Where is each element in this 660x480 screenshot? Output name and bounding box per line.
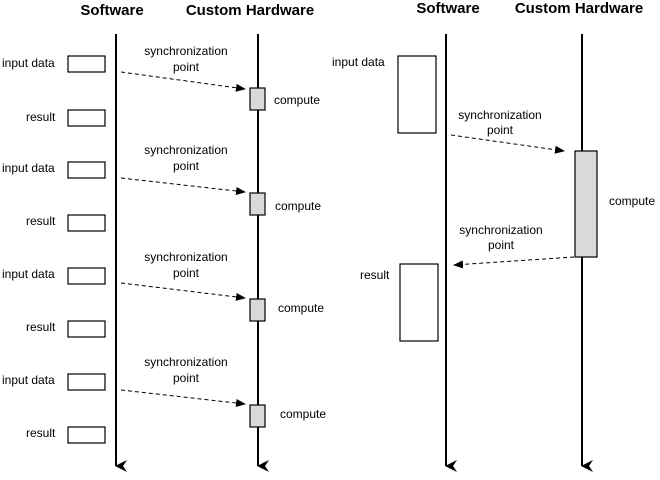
compute-box	[249, 404, 266, 428]
right-compute-box	[574, 150, 598, 258]
right-sync2-label-line2: point	[488, 238, 515, 252]
compute-label: compute	[280, 407, 326, 421]
right-panel: input data synchronization point compute…	[332, 55, 655, 342]
result-box	[67, 109, 106, 127]
sync-point-label-line1: synchronization	[144, 355, 227, 369]
input-data-label: input data	[2, 373, 55, 387]
right-result-box	[399, 263, 439, 342]
sync-point-label-line2: point	[173, 159, 200, 173]
left-round-1: input data synchronization point compute…	[2, 44, 320, 127]
result-label: result	[26, 426, 56, 440]
input-data-label: input data	[2, 56, 55, 70]
right-result-label: result	[360, 268, 390, 282]
right-input-data-box	[397, 55, 437, 134]
result-label: result	[26, 110, 56, 124]
left-round-2: input data synchronization point compute…	[2, 143, 321, 232]
right-hardware-header: Custom Hardware	[515, 0, 643, 17]
compute-box	[249, 192, 266, 216]
right-software-header: Software	[416, 0, 479, 17]
compute-box	[249, 298, 266, 322]
sync-arrow	[120, 71, 246, 92]
right-input-data-label: input data	[332, 55, 385, 69]
right-compute-label: compute	[609, 194, 655, 208]
right-sync1-label-line1: synchronization	[458, 108, 541, 122]
compute-label: compute	[275, 199, 321, 213]
sync-arrow	[120, 177, 246, 195]
right-sync2-arrow	[453, 256, 575, 269]
input-data-box	[67, 373, 106, 391]
left-software-header: Software	[80, 2, 143, 19]
right-sync2-label-line1: synchronization	[459, 223, 542, 237]
input-data-box	[67, 55, 106, 73]
sync-point-label-line1: synchronization	[144, 44, 227, 58]
right-sync1-arrow	[450, 134, 565, 154]
compute-label: compute	[274, 93, 320, 107]
result-box	[67, 320, 106, 338]
sync-point-label-line2: point	[173, 60, 200, 74]
result-box	[67, 214, 106, 232]
input-data-box	[67, 267, 106, 285]
input-data-label: input data	[2, 161, 55, 175]
result-label: result	[26, 214, 56, 228]
input-data-box	[67, 161, 106, 179]
left-hardware-header: Custom Hardware	[186, 2, 314, 19]
input-data-label: input data	[2, 267, 55, 281]
compute-box	[249, 87, 266, 111]
sync-arrow	[120, 282, 246, 301]
result-label: result	[26, 320, 56, 334]
sync-arrow	[120, 389, 246, 407]
left-round-4: input data synchronization point compute…	[2, 355, 326, 444]
result-box	[67, 426, 106, 444]
compute-label: compute	[278, 301, 324, 315]
left-round-3: input data synchronization point compute…	[2, 250, 324, 338]
sync-point-label-line1: synchronization	[144, 250, 227, 264]
sync-point-label-line1: synchronization	[144, 143, 227, 157]
right-sync1-label-line2: point	[487, 123, 514, 137]
sync-point-label-line2: point	[173, 266, 200, 280]
sync-point-label-line2: point	[173, 371, 200, 385]
